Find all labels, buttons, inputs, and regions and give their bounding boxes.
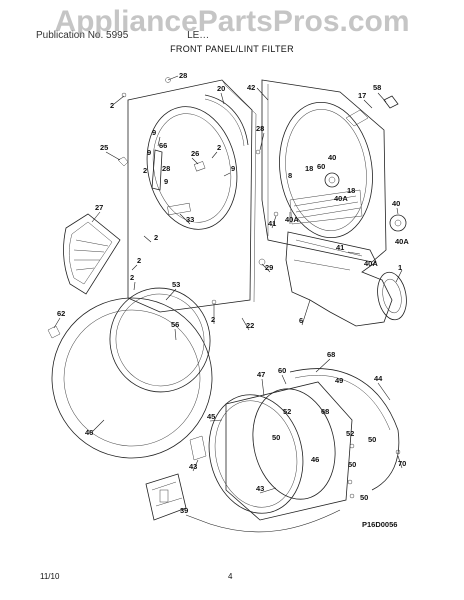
exhaust-duct	[285, 231, 407, 327]
door-bezel-ring	[47, 287, 213, 459]
page-number: 4	[228, 572, 233, 581]
lint-filter	[62, 213, 121, 295]
callout-label: 50	[272, 433, 280, 442]
callout-label: 2	[217, 143, 221, 152]
publication-number: Publication No. 5995	[36, 30, 129, 41]
callout-label: 68	[327, 350, 335, 359]
callout-label: 50	[360, 493, 368, 502]
door-assembly	[189, 368, 400, 521]
callout-label: 33	[186, 215, 194, 224]
callout-label: 2	[211, 315, 215, 324]
callout-labels: 28 2 20 42 17 58 25 9 66 9 2 26 28 28 9 …	[57, 71, 409, 515]
publication-header: Publication No. 5995 LE…	[36, 30, 209, 41]
callout-label: 2	[130, 273, 134, 282]
callout-label: 60	[317, 162, 325, 171]
callout-label: 40A	[334, 194, 348, 203]
callout-label: 2	[154, 233, 158, 242]
callout-label: 1	[398, 263, 402, 272]
model-header: LE…	[187, 30, 210, 41]
callout-label: 28	[162, 164, 170, 173]
callout-label: 66	[159, 141, 167, 150]
callout-label: 60	[278, 366, 286, 375]
callout-label: 9	[164, 177, 168, 186]
callout-label: 46	[85, 428, 93, 437]
callout-label: 58	[373, 83, 381, 92]
callout-label: 22	[246, 321, 254, 330]
callout-label: 39	[180, 506, 188, 515]
callout-label: 40	[392, 199, 400, 208]
callout-label: 2	[137, 256, 141, 265]
door-hinge	[145, 473, 187, 521]
callout-label: 46	[311, 455, 319, 464]
callout-label: 49	[335, 376, 343, 385]
callout-label: 47	[257, 370, 265, 379]
callout-label: 20	[217, 84, 225, 93]
callout-label: 43	[256, 484, 264, 493]
callout-label: 50	[368, 435, 376, 444]
footer-date: 11/10	[40, 572, 60, 581]
callout-label: 29	[265, 263, 273, 272]
rear-bulkhead	[261, 79, 407, 263]
callout-label: 52	[346, 429, 354, 438]
callout-label: 40A	[395, 237, 409, 246]
callout-label: 9	[152, 128, 156, 137]
callout-label: 56	[171, 320, 179, 329]
callout-label: 52	[283, 407, 291, 416]
callout-label: 41	[336, 243, 344, 252]
callout-label: 68	[321, 407, 329, 416]
callout-label: 18	[305, 164, 313, 173]
callout-label: 25	[100, 143, 108, 152]
callout-label: 42	[247, 83, 255, 92]
callout-label: 50	[348, 460, 356, 469]
callout-label: 45	[207, 412, 215, 421]
callout-label: 27	[95, 203, 103, 212]
callout-label: 62	[57, 309, 65, 318]
callout-label: 40A	[285, 215, 299, 224]
section-title: FRONT PANEL/LINT FILTER	[170, 44, 294, 54]
callout-label: 9	[231, 164, 235, 173]
callout-label: 43	[189, 462, 197, 471]
callout-label: 40	[328, 153, 336, 162]
callout-label: 8	[288, 171, 292, 180]
callout-label: 18	[347, 186, 355, 195]
callout-label: 41	[268, 219, 276, 228]
callout-label: 53	[172, 280, 180, 289]
callout-label: 6	[299, 316, 303, 325]
front-panel	[117, 79, 257, 313]
callout-label: 28	[179, 71, 187, 80]
callout-label: 2	[110, 101, 114, 110]
callout-label: 17	[358, 91, 366, 100]
leader-lines	[53, 75, 403, 533]
callout-label: 9	[147, 148, 151, 157]
fasteners	[121, 77, 401, 499]
watermark-logo: AppliancePartsPros.com	[54, 5, 410, 38]
callout-label: 28	[256, 124, 264, 133]
callout-label: 40A	[364, 259, 378, 268]
callout-label: 70	[398, 459, 406, 468]
diagram-code: P16D0056	[362, 520, 398, 529]
callout-label: 2	[143, 166, 147, 175]
callout-label: 44	[374, 374, 383, 383]
callout-label: 26	[191, 149, 199, 158]
